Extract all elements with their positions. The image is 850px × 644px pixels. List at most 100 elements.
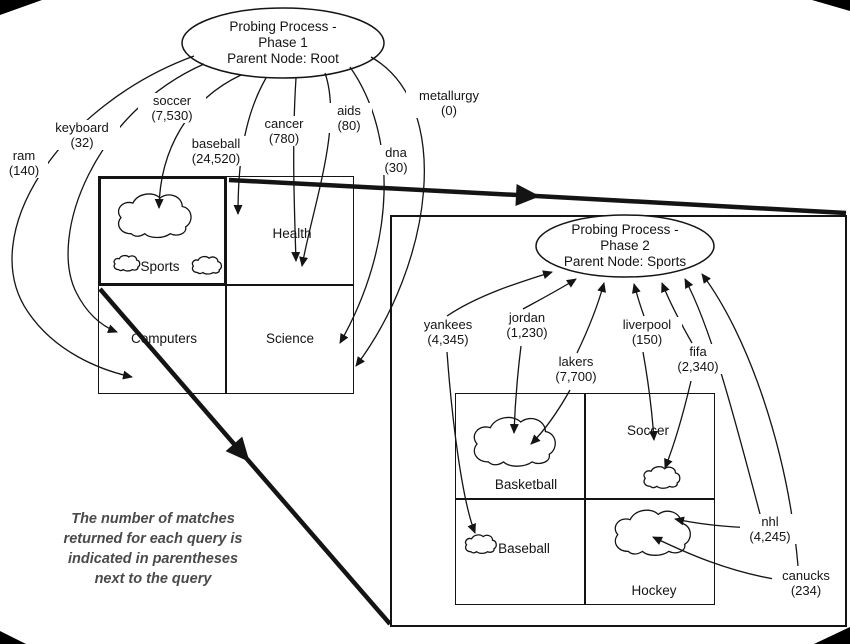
query-label-yankees: yankees (4,345) bbox=[414, 317, 482, 347]
query-count: (80) bbox=[337, 118, 361, 133]
arrow-yankees-up bbox=[446, 270, 553, 317]
quadrant-label-computers: Computers bbox=[130, 331, 198, 346]
query-count: (7,530) bbox=[151, 108, 193, 123]
sports-cloud-small-right bbox=[192, 256, 222, 275]
caption-line3: indicated in parentheses bbox=[67, 551, 239, 567]
query-label-lakers: lakers (7,700) bbox=[543, 354, 609, 384]
query-term: fifa bbox=[689, 344, 707, 359]
query-label-jordan: jordan (1,230) bbox=[496, 310, 558, 340]
arrow-liverpool-up bbox=[632, 283, 645, 317]
query-label-metallurgy: metallurgy (0) bbox=[406, 88, 492, 118]
query-term: nhl bbox=[761, 514, 779, 529]
quadrant-label-basketball: Basketball bbox=[494, 477, 558, 492]
query-label-baseball: baseball (24,520) bbox=[178, 136, 254, 166]
phase1-horizontal-divider bbox=[99, 284, 353, 286]
arrow-lakers-up bbox=[576, 282, 606, 354]
query-term: liverpool bbox=[622, 317, 672, 332]
sports-cloud-large bbox=[118, 193, 192, 239]
quadrant-label-baseball: Baseball bbox=[498, 541, 550, 556]
query-term: yankees bbox=[423, 317, 473, 332]
arrow-jordan-up bbox=[522, 278, 577, 310]
arrow-cancer bbox=[291, 77, 301, 262]
query-term: soccer bbox=[152, 93, 192, 108]
arrow-fifa-down bbox=[664, 380, 692, 469]
phase1-node-line2: Phase 1 bbox=[258, 35, 308, 50]
query-count: (4,245) bbox=[749, 529, 791, 544]
query-count: (4,345) bbox=[427, 332, 469, 347]
query-count: (234) bbox=[790, 583, 822, 598]
query-label-canucks: canucks (234) bbox=[772, 568, 840, 598]
soccer-cloud bbox=[643, 466, 681, 489]
arrow-jordan-down bbox=[509, 345, 522, 434]
query-label-liverpool: liverpool (150) bbox=[612, 317, 682, 347]
arrow-nhl-up bbox=[684, 278, 761, 515]
query-label-nhl: nhl (4,245) bbox=[740, 514, 800, 544]
query-label-soccer: soccer (7,530) bbox=[138, 93, 206, 123]
phase2-node-line1: Probing Process - bbox=[571, 222, 679, 237]
query-term: ram bbox=[12, 148, 36, 163]
query-term: cancer bbox=[264, 116, 304, 131]
caption-line4: next to the query bbox=[94, 571, 212, 587]
phase2-node-text: Probing Process - Phase 2 Parent Node: S… bbox=[535, 222, 715, 270]
arrow-ram bbox=[11, 55, 195, 380]
quadrant-label-health: Health bbox=[272, 226, 312, 241]
query-term: lakers bbox=[558, 354, 594, 369]
query-count: (30) bbox=[384, 160, 408, 175]
phase2-node-line3: Parent Node: Sports bbox=[563, 254, 687, 269]
phase2-query-arrows-down bbox=[446, 345, 781, 581]
query-term: dna bbox=[385, 145, 407, 160]
query-label-keyboard: keyboard (32) bbox=[44, 120, 120, 150]
figure-caption: The number of matches returned for each … bbox=[38, 509, 268, 589]
query-term: baseball bbox=[191, 136, 241, 151]
arrow-lakers-down bbox=[530, 389, 571, 445]
query-label-ram: ram (140) bbox=[0, 148, 48, 178]
query-count: (780) bbox=[268, 131, 300, 146]
query-count: (2,340) bbox=[677, 359, 719, 374]
arrow-soccer bbox=[154, 74, 242, 209]
zoom-arrow-bottom bbox=[98, 287, 250, 463]
query-label-dna: dna (30) bbox=[374, 145, 418, 175]
arrow-dna bbox=[339, 66, 385, 344]
query-term: jordan bbox=[508, 310, 546, 325]
arrow-metallurgy bbox=[355, 56, 425, 367]
query-term: canucks bbox=[782, 568, 830, 583]
query-count: (24,520) bbox=[191, 151, 241, 166]
arrow-fifa-up bbox=[661, 282, 693, 344]
caption-line2: returned for each query is bbox=[63, 531, 243, 547]
zoom-arrow-top bbox=[228, 177, 540, 206]
arrow-yankees-down bbox=[446, 351, 476, 534]
zoom-connector-lines bbox=[98, 177, 847, 626]
query-count: (1,230) bbox=[506, 325, 548, 340]
phase2-node-ellipse bbox=[535, 214, 715, 278]
zoom-line-bottom-continue bbox=[245, 457, 392, 626]
query-count: (32) bbox=[70, 135, 94, 150]
phase1-node-line1: Probing Process - bbox=[229, 19, 337, 34]
arrow-canucks-down bbox=[652, 536, 781, 581]
quadrant-label-science: Science bbox=[265, 331, 315, 346]
query-term: keyboard bbox=[55, 120, 109, 135]
arrow-liverpool-down bbox=[642, 351, 658, 441]
zoom-line-top-continue bbox=[535, 193, 847, 216]
query-term: aids bbox=[337, 103, 361, 118]
phase2-horizontal-divider bbox=[456, 498, 714, 500]
query-count: (140) bbox=[8, 163, 40, 178]
query-count: (0) bbox=[441, 103, 457, 118]
caption-line1: The number of matches bbox=[71, 511, 235, 527]
query-label-fifa: fifa (2,340) bbox=[668, 344, 728, 374]
query-term: metallurgy bbox=[419, 88, 479, 103]
phase1-node-line3: Parent Node: Root bbox=[227, 51, 339, 66]
query-label-cancer: cancer (780) bbox=[252, 116, 316, 146]
quadrant-label-hockey: Hockey bbox=[631, 583, 677, 598]
phase2-quadrant-map bbox=[455, 393, 715, 605]
phase1-node-text: Probing Process - Phase 1 Parent Node: R… bbox=[183, 19, 383, 67]
quadrant-label-sports: Sports bbox=[140, 259, 180, 274]
phase2-node-line2: Phase 2 bbox=[600, 238, 650, 253]
arrow-aids bbox=[299, 72, 332, 267]
query-count: (7,700) bbox=[555, 369, 597, 384]
phase1-node-ellipse bbox=[181, 7, 385, 79]
corner-mark-top-right bbox=[812, 0, 850, 11]
query-count: (150) bbox=[631, 332, 663, 347]
quadrant-label-soccer: Soccer bbox=[626, 423, 670, 438]
